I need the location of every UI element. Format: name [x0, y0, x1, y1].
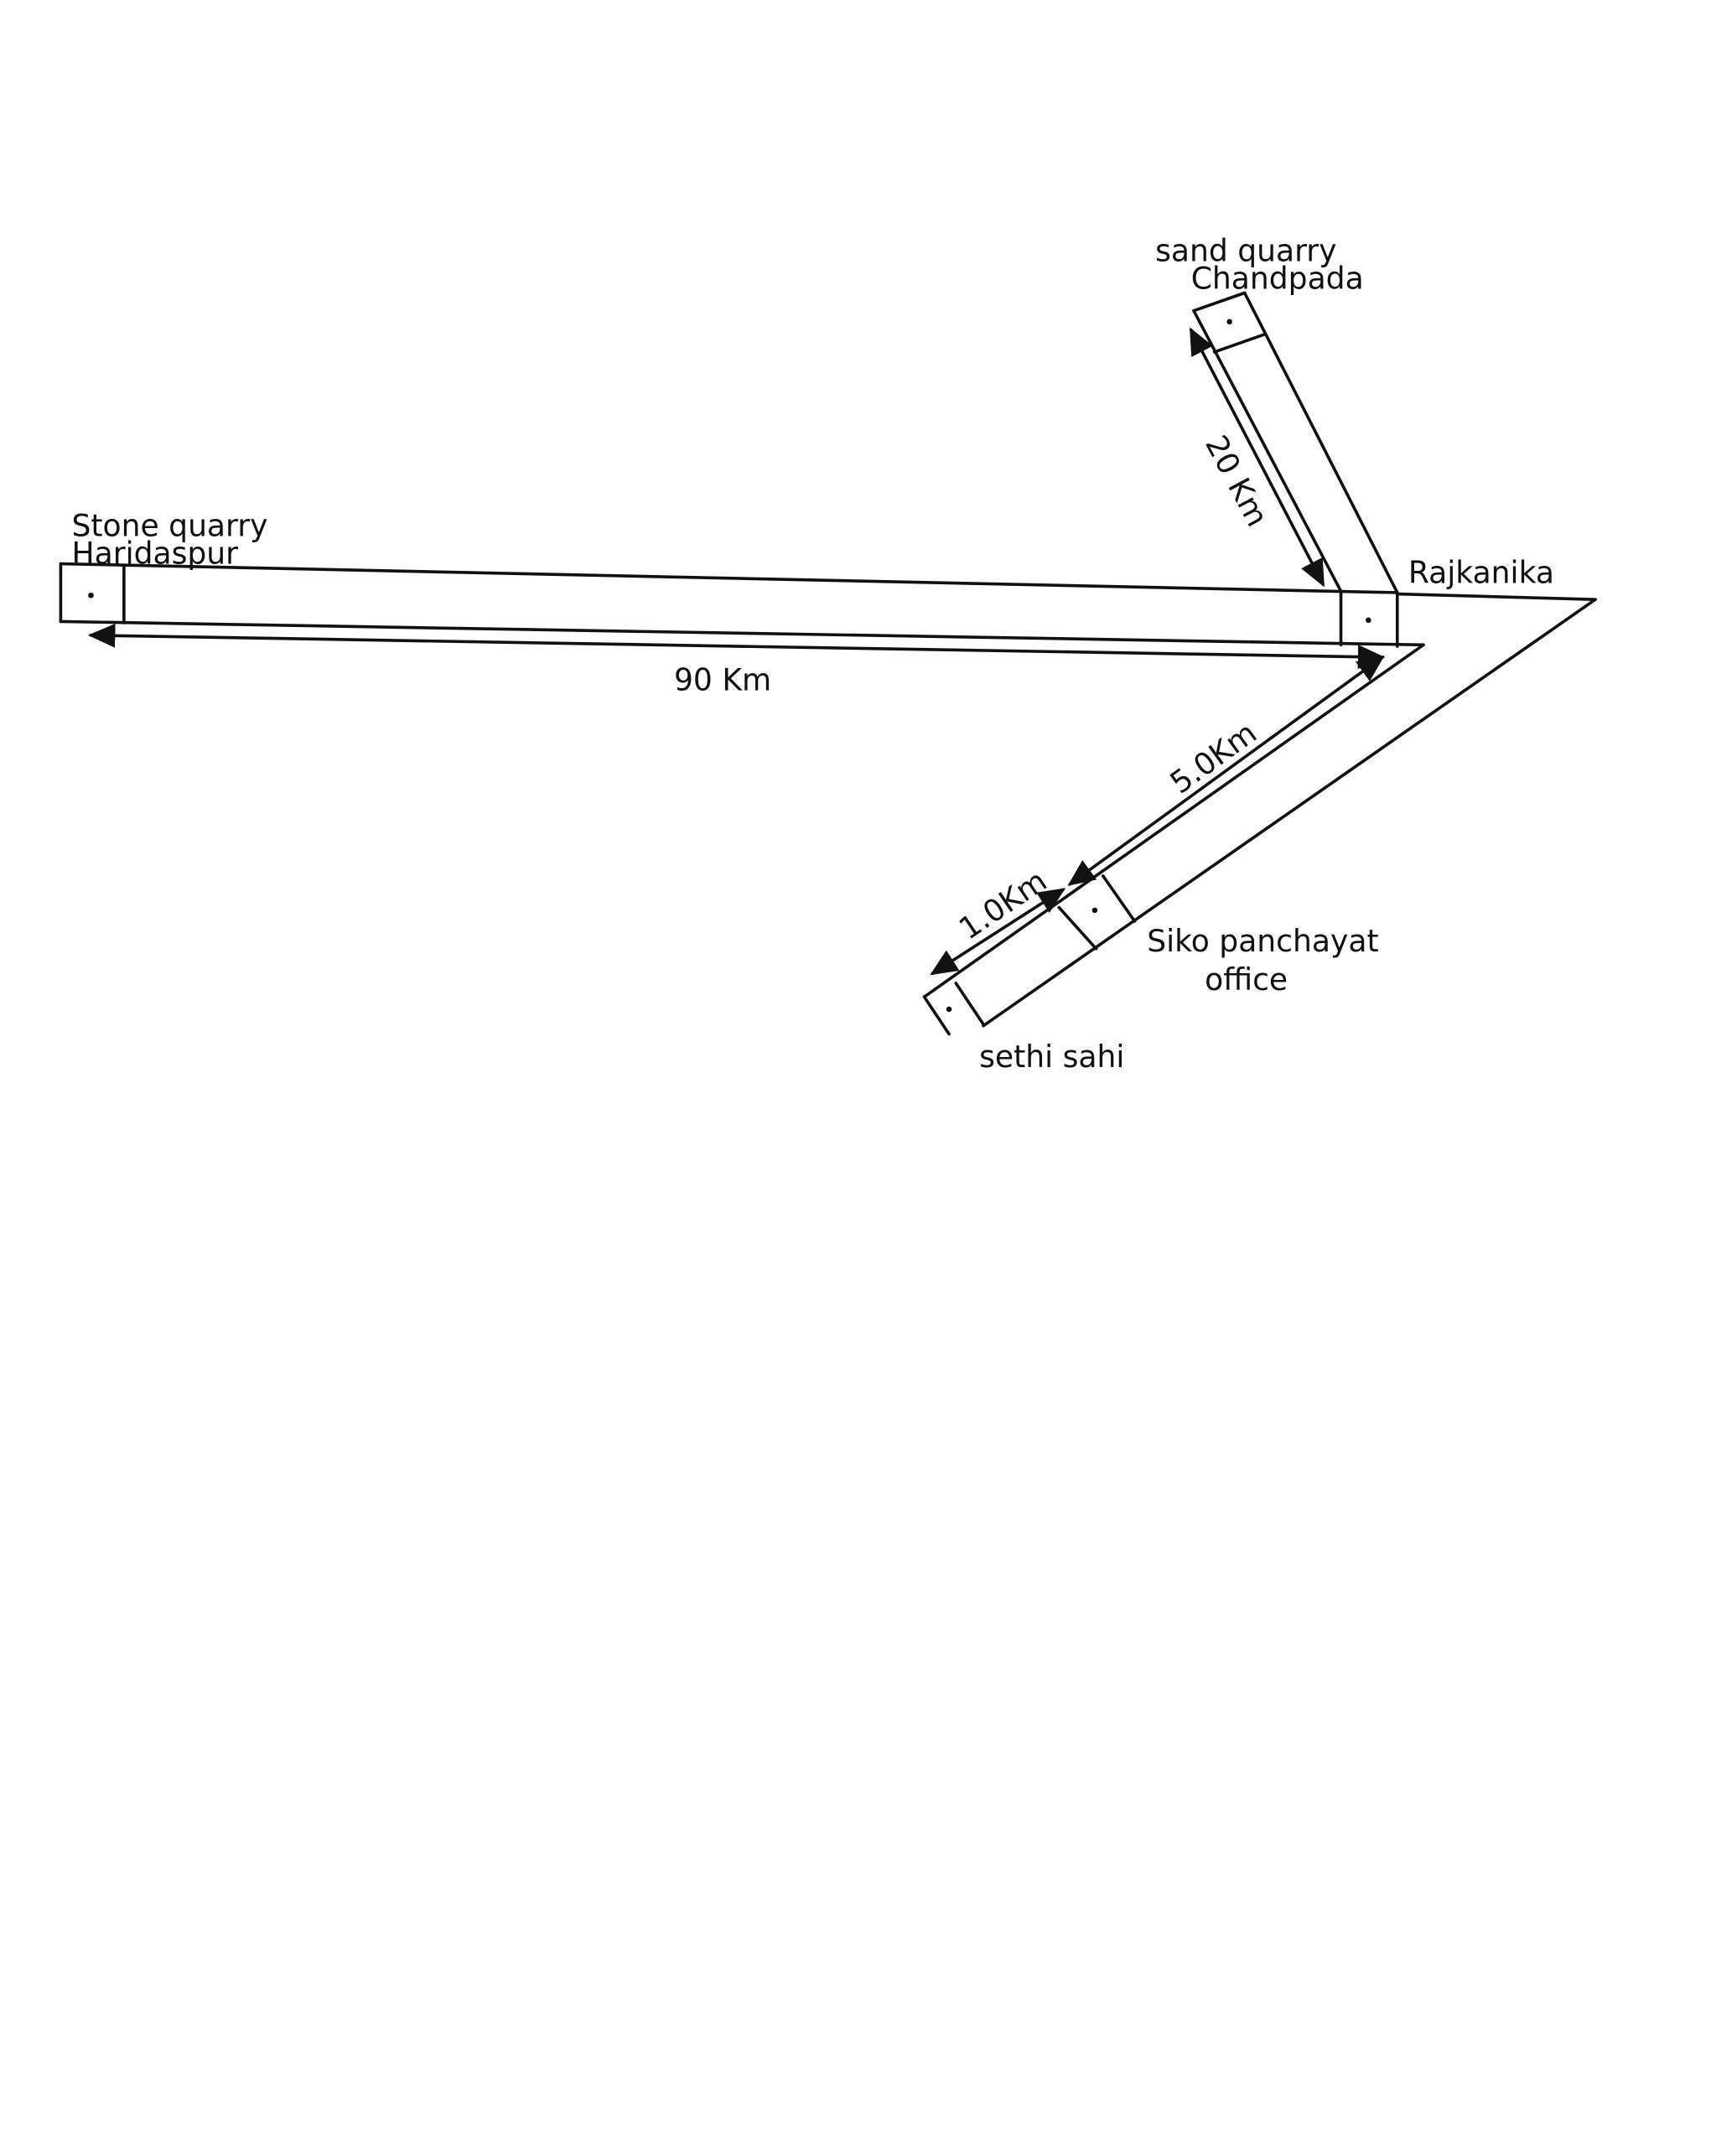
stone-quarry-marker [88, 592, 94, 599]
rajkanika-box [1339, 589, 1399, 648]
arrow-5km [1067, 655, 1385, 886]
arrow-90km [87, 623, 1386, 670]
arrow-1km [930, 888, 1066, 976]
road-haridaspur-rajkanika [59, 562, 1425, 647]
sethi-sahi-marker [946, 1006, 952, 1013]
siko-office-label-2: office [1205, 962, 1288, 998]
sand-quarry-label-2: Chandpada [1191, 261, 1364, 296]
stone-quarry-label-1: Stone quarry [72, 509, 268, 544]
distance-5km: 5.0Km [1164, 715, 1263, 801]
siko-office-marker [1091, 907, 1098, 914]
siko-office-label-1: Siko panchayat [1147, 924, 1378, 959]
sethi-sahi-label: sethi sahi [979, 1039, 1124, 1075]
stone-quarry-label-2: Haridaspur [72, 536, 239, 572]
rajkanika-label: Rajkanika [1408, 555, 1554, 590]
distance-90km: 90 Km [674, 662, 771, 697]
arrow-20km [1189, 327, 1325, 588]
sand-quarry-label-1: sand quarry [1155, 234, 1336, 269]
